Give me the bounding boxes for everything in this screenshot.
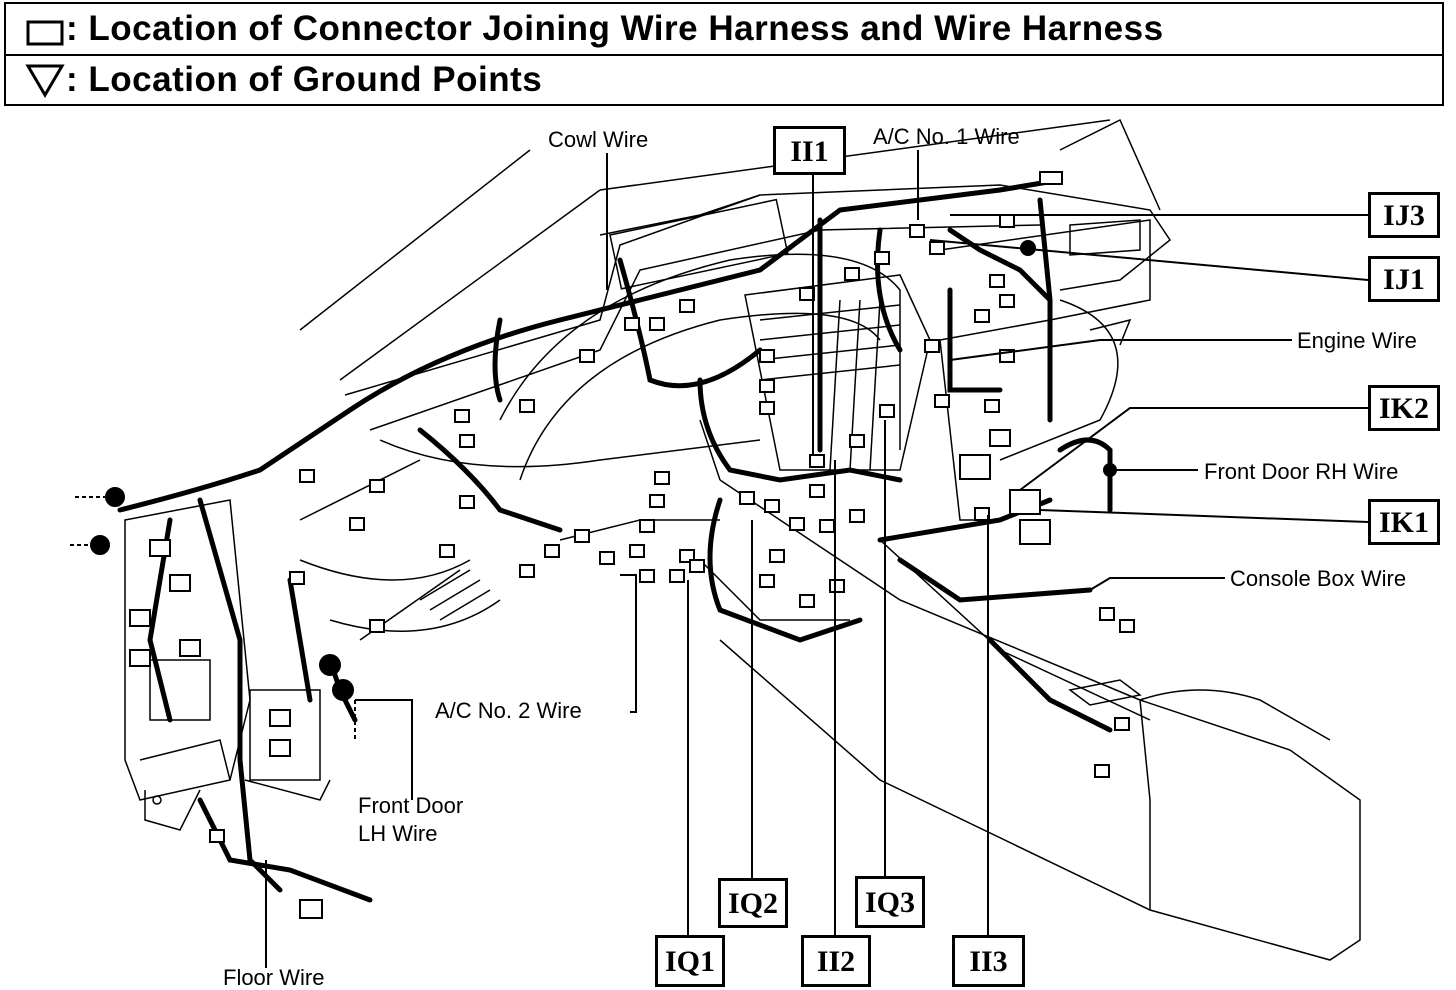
label-front-door-lh-wire-2: LH Wire <box>358 821 438 846</box>
code-iq1: IQ1 <box>655 935 725 987</box>
legend-connector-row: : Location of Connector Joining Wire Har… <box>6 4 1442 56</box>
label-front-door-rh-wire: Front Door RH Wire <box>1204 459 1399 484</box>
code-ik2: IK2 <box>1368 385 1440 431</box>
label-ac-no2-wire: A/C No. 2 Wire <box>435 698 582 723</box>
code-ij1: IJ1 <box>1368 256 1440 302</box>
label-ac-no1-wire: A/C No. 1 Wire <box>873 124 1020 149</box>
label-console-box-wire: Console Box Wire <box>1230 566 1407 591</box>
legend-connector-text: : Location of Connector Joining Wire Har… <box>66 9 1164 48</box>
legend-box: : Location of Connector Joining Wire Har… <box>4 2 1444 106</box>
code-iq3: IQ3 <box>855 876 925 928</box>
code-ik1: IK1 <box>1368 499 1440 545</box>
legend-ground-text: : Location of Ground Points <box>66 60 543 99</box>
code-ij3: IJ3 <box>1368 192 1440 238</box>
label-cowl-wire: Cowl Wire <box>548 127 649 152</box>
label-front-door-lh-wire-1: Front Door <box>358 793 464 818</box>
code-iq2: IQ2 <box>718 878 788 928</box>
label-engine-wire: Engine Wire <box>1297 328 1417 353</box>
legend-ground-row: : Location of Ground Points <box>6 55 1442 105</box>
code-ii2: II2 <box>801 935 871 987</box>
code-ii1: II1 <box>773 126 846 175</box>
connector-square-icon <box>6 4 66 54</box>
code-ii3: II3 <box>952 935 1025 987</box>
ground-triangle-icon <box>6 55 66 105</box>
label-floor-wire: Floor Wire <box>223 965 325 990</box>
